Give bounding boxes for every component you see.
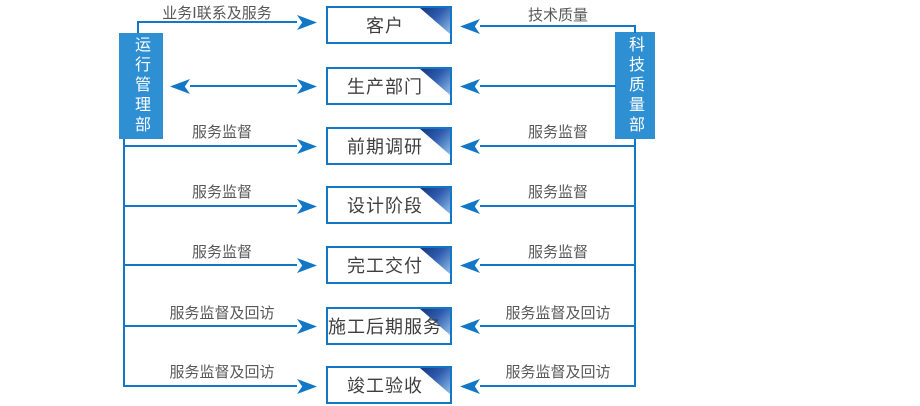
dept-box-tech-quality: 科技质量部: [615, 32, 655, 139]
connector-line: [123, 205, 297, 207]
left-trunk-line: [123, 139, 125, 387]
edge-label: 服务监督及回访: [505, 363, 611, 381]
flow-node-label: 设计阶段: [347, 196, 423, 217]
flow-node-customer: 客户: [326, 6, 452, 44]
flow-node-label: 前期调研: [347, 137, 423, 158]
edge-label: 服务监督: [191, 243, 252, 261]
edge-label: 服务监督及回访: [505, 304, 611, 322]
connector-line: [480, 145, 635, 147]
connector-line: [634, 25, 636, 33]
connector-line: [480, 325, 635, 327]
connector-line: [480, 25, 636, 27]
arrow-left-icon: [460, 258, 480, 273]
flow-node-design-phase: 设计阶段: [326, 186, 452, 224]
flow-node-completion-acceptance: 竣工验收: [326, 366, 452, 404]
edge-label: 服务监督: [527, 183, 588, 201]
flow-node-label: 生产部门: [347, 77, 423, 98]
edge-label: 服务监督及回访: [169, 304, 275, 322]
edge-label: 业务I联系及服务: [162, 4, 272, 22]
right-trunk-line: [634, 139, 636, 387]
connector-line: [123, 264, 297, 266]
flow-node-preliminary-research: 前期调研: [326, 127, 452, 165]
arrow-left-icon: [460, 139, 480, 154]
arrow-right-icon: [297, 15, 317, 30]
connector-line: [480, 205, 635, 207]
edge-label: 服务监督: [527, 243, 588, 261]
connector-line: [137, 21, 139, 33]
arrow-left-icon: [460, 19, 480, 34]
edge-label: 技术质量: [527, 6, 588, 24]
connector-line: [123, 385, 297, 387]
connector-line: [123, 145, 297, 147]
edge-label: 服务监督: [527, 123, 588, 141]
arrow-left-icon: [460, 319, 480, 334]
connector-line: [480, 264, 635, 266]
flow-node-production-dept: 生产部门: [326, 67, 452, 105]
arrow-right-icon: [297, 79, 317, 94]
flow-node-post-construction-service: 施工后期服务: [326, 307, 452, 345]
flow-node-completion-delivery: 完工交付: [326, 246, 452, 284]
connector-line: [480, 385, 635, 387]
flow-node-label: 客户: [366, 16, 404, 37]
flow-node-label: 竣工验收: [347, 376, 423, 397]
fold-corner-icon: [420, 8, 450, 34]
arrow-left-icon: [170, 79, 190, 94]
dept-box-operations: 运行管理部: [119, 33, 163, 139]
connector-line: [137, 21, 297, 23]
connector-line: [190, 85, 297, 87]
arrow-left-icon: [460, 79, 480, 94]
flow-node-label: 完工交付: [347, 256, 423, 277]
arrow-left-icon: [460, 199, 480, 214]
edge-label: 服务监督: [191, 183, 252, 201]
edge-label: 服务监督及回访: [169, 363, 275, 381]
connector-line: [123, 325, 297, 327]
connector-line: [480, 85, 616, 87]
flow-node-label: 施工后期服务: [328, 317, 442, 338]
arrow-left-icon: [460, 379, 480, 394]
edge-label: 服务监督: [191, 123, 252, 141]
